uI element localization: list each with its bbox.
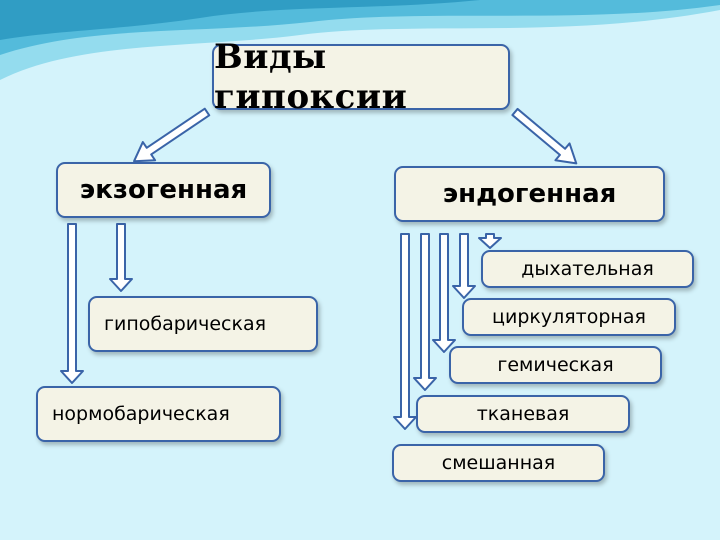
hemic-label: гемическая <box>497 354 614 376</box>
tissue-label: тканевая <box>476 403 570 425</box>
circulatory-label: циркуляторная <box>492 306 646 328</box>
mixed-box: смешанная <box>392 444 605 482</box>
exogenous-box: экзогенная <box>56 162 271 218</box>
exogenous-label: экзогенная <box>79 175 248 205</box>
hemic-box: гемическая <box>449 346 662 384</box>
endogenous-box: эндогенная <box>394 166 665 222</box>
endogenous-label: эндогенная <box>442 179 617 209</box>
background-wave <box>0 0 720 80</box>
hypobaric-label: гипобарическая <box>104 313 267 335</box>
normobaric-label: нормобарическая <box>52 403 230 425</box>
tissue-box: тканевая <box>416 395 630 433</box>
mixed-label: смешанная <box>441 452 556 474</box>
circulatory-box: циркуляторная <box>462 298 676 336</box>
normobaric-box: нормобарическая <box>36 386 281 442</box>
respiratory-box: дыхательная <box>481 250 694 288</box>
respiratory-label: дыхательная <box>521 258 654 280</box>
hypobaric-box: гипобарическая <box>88 296 318 352</box>
diagram-title: Виды гипоксии <box>214 37 408 117</box>
diagram-title-box: Виды гипоксии <box>212 37 510 117</box>
